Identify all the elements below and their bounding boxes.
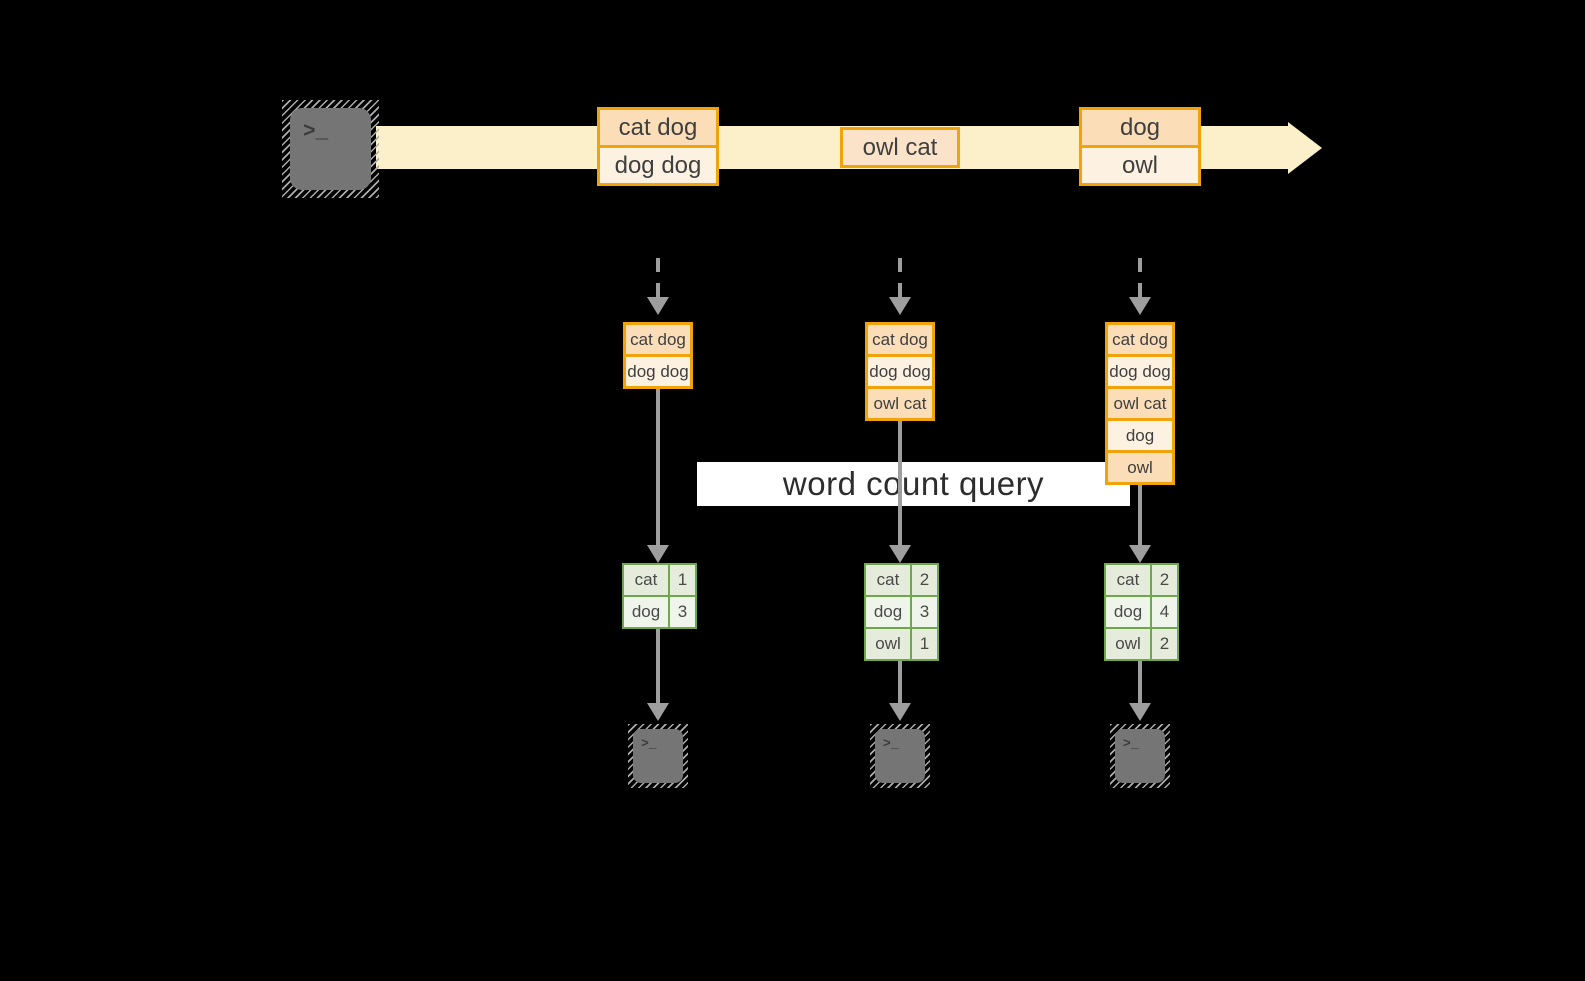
table-cell-count: 1 — [912, 629, 937, 659]
input-stack-3: cat dog dog dog owl cat dog owl — [1105, 322, 1175, 485]
source-terminal-icon: >_ — [282, 100, 379, 198]
query-arrow-1 — [656, 386, 660, 546]
input-stack-2: cat dog dog dog owl cat — [865, 322, 935, 421]
table-cell-word: cat — [1106, 565, 1150, 595]
ingest-arrow-2-head-icon — [889, 297, 911, 315]
stream-batch-1: cat dog dog dog — [597, 107, 719, 186]
stream-batch-3: dog owl — [1079, 107, 1201, 186]
word-count-table-3: cat 2 dog 4 owl 2 — [1104, 563, 1179, 661]
table-row: dog 3 — [624, 597, 695, 627]
output-arrow-1-head-icon — [647, 703, 669, 721]
stream-record: owl cat — [843, 130, 957, 165]
table-cell-word: dog — [866, 597, 910, 627]
input-record: dog dog — [1108, 357, 1172, 386]
ingest-arrow-2 — [898, 258, 902, 298]
table-row: cat 2 — [1106, 565, 1177, 595]
stream-arrow-head-icon — [1288, 122, 1322, 174]
input-record: owl cat — [868, 389, 932, 418]
output-arrow-3 — [1138, 661, 1142, 704]
table-cell-count: 2 — [1152, 565, 1177, 595]
table-cell-count: 3 — [912, 597, 937, 627]
input-record: owl cat — [1108, 389, 1172, 418]
input-record: dog dog — [626, 357, 690, 386]
stream-record: cat dog — [600, 110, 716, 145]
terminal-screen: >_ — [1115, 729, 1165, 783]
query-banner: word count query — [697, 462, 1130, 506]
terminal-screen: >_ — [290, 108, 371, 190]
query-arrow-1-head-icon — [647, 545, 669, 563]
output-arrow-2 — [898, 661, 902, 704]
table-row: owl 1 — [866, 629, 937, 659]
query-arrow-3-head-icon — [1129, 545, 1151, 563]
ingest-arrow-1 — [656, 258, 660, 298]
table-cell-count: 1 — [670, 565, 695, 595]
terminal-prompt-glyph: >_ — [641, 736, 657, 751]
word-count-table-2: cat 2 dog 3 owl 1 — [864, 563, 939, 661]
input-record: dog dog — [868, 357, 932, 386]
table-cell-word: owl — [1106, 629, 1150, 659]
stream-record: dog — [1082, 110, 1198, 145]
table-cell-word: cat — [866, 565, 910, 595]
table-cell-count: 2 — [912, 565, 937, 595]
output-arrow-3-head-icon — [1129, 703, 1151, 721]
terminal-screen: >_ — [875, 729, 925, 783]
output-arrow-2-head-icon — [889, 703, 911, 721]
table-row: dog 3 — [866, 597, 937, 627]
table-row: owl 2 — [1106, 629, 1177, 659]
terminal-prompt-glyph: >_ — [883, 736, 899, 751]
sink-terminal-icon-2: >_ — [870, 724, 930, 788]
sink-terminal-icon-1: >_ — [628, 724, 688, 788]
input-record: cat dog — [626, 325, 690, 354]
query-arrow-2 — [898, 416, 902, 546]
table-row: cat 2 — [866, 565, 937, 595]
table-cell-count: 4 — [1152, 597, 1177, 627]
query-arrow-2-head-icon — [889, 545, 911, 563]
input-record: cat dog — [1108, 325, 1172, 354]
table-cell-count: 3 — [670, 597, 695, 627]
input-record: owl — [1108, 453, 1172, 482]
input-record: cat dog — [868, 325, 932, 354]
table-row: cat 1 — [624, 565, 695, 595]
input-stack-1: cat dog dog dog — [623, 322, 693, 389]
table-row: dog 4 — [1106, 597, 1177, 627]
ingest-arrow-3-head-icon — [1129, 297, 1151, 315]
stream-record: dog dog — [600, 148, 716, 183]
terminal-screen: >_ — [633, 729, 683, 783]
word-count-table-1: cat 1 dog 3 — [622, 563, 697, 629]
stream-batch-2: owl cat — [840, 127, 960, 168]
output-arrow-1 — [656, 629, 660, 704]
terminal-prompt-glyph: >_ — [303, 121, 329, 144]
table-cell-word: cat — [624, 565, 668, 595]
table-cell-word: dog — [1106, 597, 1150, 627]
stream-record: owl — [1082, 148, 1198, 183]
table-cell-count: 2 — [1152, 629, 1177, 659]
ingest-arrow-1-head-icon — [647, 297, 669, 315]
sink-terminal-icon-3: >_ — [1110, 724, 1170, 788]
query-arrow-3 — [1138, 478, 1142, 546]
table-cell-word: owl — [866, 629, 910, 659]
ingest-arrow-3 — [1138, 258, 1142, 298]
table-cell-word: dog — [624, 597, 668, 627]
terminal-prompt-glyph: >_ — [1123, 736, 1139, 751]
input-record: dog — [1108, 421, 1172, 450]
